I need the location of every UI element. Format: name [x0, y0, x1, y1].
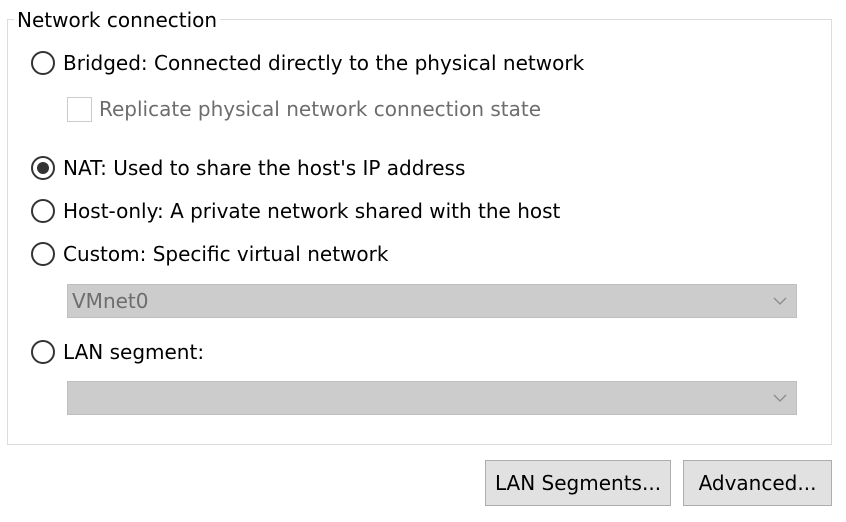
group-title: Network connection	[14, 7, 221, 33]
chevron-down-icon[interactable]	[764, 382, 796, 414]
lan-segments-button[interactable]: LAN Segments...	[485, 460, 671, 506]
radio-custom-indicator[interactable]	[31, 242, 55, 266]
radio-custom[interactable]: Custom: Specific virtual network	[31, 240, 388, 268]
radio-host-only[interactable]: Host-only: A private network shared with…	[31, 197, 560, 225]
radio-nat[interactable]: NAT: Used to share the host's IP address	[31, 154, 465, 182]
radio-lan-segment-indicator[interactable]	[31, 340, 55, 364]
radio-bridged[interactable]: Bridged: Connected directly to the physi…	[31, 49, 584, 77]
advanced-button[interactable]: Advanced...	[683, 460, 832, 506]
checkbox-replicate-box[interactable]	[67, 96, 92, 122]
radio-bridged-indicator[interactable]	[31, 51, 55, 75]
radio-lan-segment-label[interactable]: LAN segment:	[63, 340, 205, 364]
checkbox-replicate-label[interactable]: Replicate physical network connection st…	[99, 97, 542, 121]
custom-network-select[interactable]: VMnet0	[67, 284, 797, 318]
chevron-down-icon[interactable]	[764, 285, 796, 317]
radio-nat-label[interactable]: NAT: Used to share the host's IP address	[63, 156, 466, 180]
radio-nat-indicator[interactable]	[31, 156, 55, 180]
radio-custom-label[interactable]: Custom: Specific virtual network	[63, 242, 389, 266]
network-connection-group	[7, 19, 832, 445]
custom-network-select-value: VMnet0	[72, 289, 149, 313]
checkbox-replicate[interactable]: Replicate physical network connection st…	[67, 95, 541, 123]
radio-host-only-indicator[interactable]	[31, 199, 55, 223]
lan-segment-select[interactable]	[67, 381, 797, 415]
radio-host-only-label[interactable]: Host-only: A private network shared with…	[63, 199, 561, 223]
radio-bridged-label[interactable]: Bridged: Connected directly to the physi…	[63, 51, 585, 75]
radio-lan-segment[interactable]: LAN segment:	[31, 338, 204, 366]
